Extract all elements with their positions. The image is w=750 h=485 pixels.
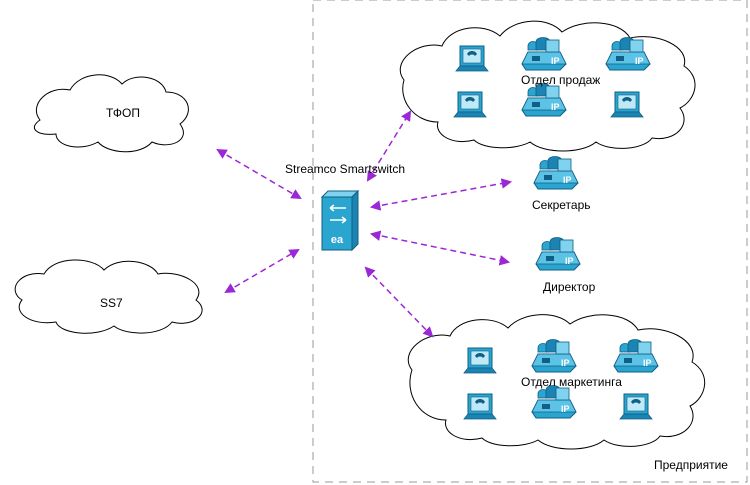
- link-pstn: [216, 148, 302, 200]
- director-label: Директор: [543, 280, 596, 294]
- pstn-cloud: [34, 74, 189, 153]
- secretary-label: Секретарь: [532, 198, 591, 212]
- marketing-pc-phone-3-icon: [619, 393, 653, 420]
- enterprise-label: Предприятие: [654, 458, 728, 472]
- director-ip-phone-icon: [535, 237, 581, 271]
- link-director: [369, 230, 511, 266]
- link-marketing: [364, 266, 434, 338]
- enterprise-boundary: [312, 0, 748, 483]
- link-secretary: [369, 178, 513, 211]
- svg-text:ea: ea: [331, 234, 344, 246]
- sales-pc-phone-2-icon: [453, 91, 487, 118]
- marketing-pc-phone-1-icon: [463, 347, 497, 374]
- sales-pc-phone-1-icon: [455, 45, 489, 72]
- link-ss7: [224, 248, 300, 294]
- pstn-label: ТФОП: [106, 106, 141, 120]
- link-sales: [366, 110, 412, 182]
- sales-pc-phone-3-icon: [610, 91, 644, 118]
- ss7-label: SS7: [100, 296, 123, 310]
- sales-group-label: Отдел продаж: [521, 73, 601, 87]
- links: [216, 110, 513, 338]
- marketing-group-label: Отдел маркетинга: [521, 375, 622, 389]
- secretary-ip-phone-icon: [533, 156, 579, 190]
- ss7-cloud: [14, 259, 203, 334]
- marketing-pc-phone-2-icon: [463, 393, 497, 420]
- switch-label: Streamco Smartswitch: [285, 162, 406, 176]
- switch-icon: ea: [320, 189, 360, 252]
